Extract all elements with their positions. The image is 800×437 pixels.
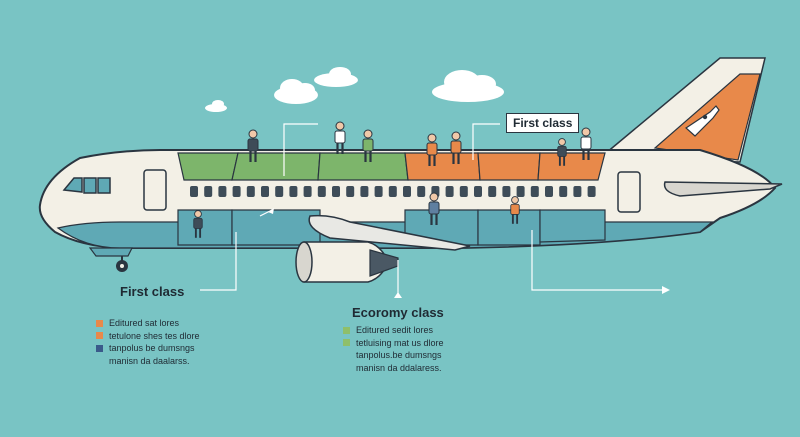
legend-item: manisn da ddalaress.	[343, 362, 444, 375]
legend-swatch	[96, 332, 103, 340]
landing-gear	[88, 247, 133, 272]
window	[587, 186, 596, 197]
economy-class-callout: Ecoromy class	[352, 305, 444, 320]
window	[261, 186, 269, 197]
window	[388, 186, 397, 197]
legend-item: manisn da daalarss.	[96, 355, 200, 368]
cloud-icon	[432, 70, 504, 102]
passenger-icon	[193, 210, 203, 238]
window	[459, 186, 468, 197]
window	[502, 186, 511, 197]
window	[190, 186, 198, 197]
rear-door	[617, 171, 641, 213]
arrowheads	[268, 208, 670, 298]
legend-text: tanpolus.be dumsngs	[356, 350, 442, 360]
legend-swatch	[96, 344, 103, 352]
window	[516, 186, 525, 197]
window	[403, 186, 411, 197]
legend-swatch	[343, 364, 350, 371]
window	[474, 186, 482, 197]
engine	[295, 241, 399, 283]
window	[246, 186, 255, 197]
passenger-icon	[428, 192, 440, 225]
legend-swatch	[343, 339, 350, 347]
legend-text: tetulone shes tes dlore	[109, 330, 200, 341]
window	[545, 186, 553, 197]
passenger-icon	[247, 129, 259, 162]
legend-swatch	[96, 319, 103, 327]
window	[317, 186, 326, 197]
cloud-icon	[274, 79, 318, 104]
legend-swatch	[343, 352, 350, 359]
legend-item: tetulone shes tes dlore	[96, 330, 200, 343]
window-row	[190, 186, 596, 197]
window	[573, 186, 582, 197]
legend-text: manisn da daalarss.	[109, 355, 190, 366]
first-class-callout-left: First class	[120, 284, 185, 299]
passenger-icon	[334, 121, 346, 154]
window	[360, 186, 369, 197]
passenger-icon	[426, 133, 438, 166]
legend-left: Editured sat lores tetulone shes tes dlor…	[96, 317, 200, 367]
lower-cabins	[177, 209, 606, 246]
legend-text: manisn da ddalaress.	[356, 362, 442, 373]
front-door	[143, 169, 167, 211]
window	[303, 186, 312, 197]
window	[275, 186, 284, 197]
airline-logo-icon	[685, 105, 720, 137]
passenger-icon	[557, 138, 567, 166]
window	[289, 186, 298, 197]
legend-swatch	[96, 357, 103, 364]
window	[559, 186, 568, 197]
cloud-icon	[314, 67, 358, 87]
legend-text: Editured sedit lores	[356, 325, 434, 335]
callout-lines	[200, 123, 668, 298]
cloud-icon	[205, 100, 227, 112]
passenger-icon	[580, 127, 592, 160]
legend-item: Editured sat lores	[96, 317, 200, 330]
legend-text: Editured sat lores	[109, 318, 180, 328]
cockpit-windows	[62, 177, 111, 194]
window	[232, 186, 241, 197]
legend-text: tanpolus be dumsngs	[109, 343, 195, 353]
window	[332, 186, 340, 197]
window	[488, 186, 497, 197]
wing	[308, 214, 471, 251]
upper-cabins	[177, 152, 606, 181]
horizontal-stabilizer	[663, 181, 783, 197]
first-class-callout-top: First class	[506, 113, 580, 133]
window	[417, 186, 426, 197]
window	[218, 186, 227, 197]
passenger-icon	[362, 129, 374, 162]
window	[445, 186, 454, 197]
window	[346, 186, 355, 197]
legend-item: Editured sedit lores	[343, 324, 444, 337]
passenger-icon	[510, 196, 520, 224]
window	[204, 186, 213, 197]
legend-text: tetluising mat us dlore	[356, 337, 444, 348]
window	[530, 186, 539, 197]
legend-item: tanpolus be dumsngs	[96, 342, 200, 355]
passenger-icon	[450, 131, 462, 164]
legend-swatch	[343, 326, 350, 334]
legend-item: tanpolus.be dumsngs	[343, 349, 444, 362]
legend-item: tetluising mat us dlore	[343, 337, 444, 350]
legend-center: Editured sedit lores tetluising mat us dl…	[343, 324, 444, 374]
passengers	[193, 121, 592, 238]
window	[374, 186, 383, 197]
